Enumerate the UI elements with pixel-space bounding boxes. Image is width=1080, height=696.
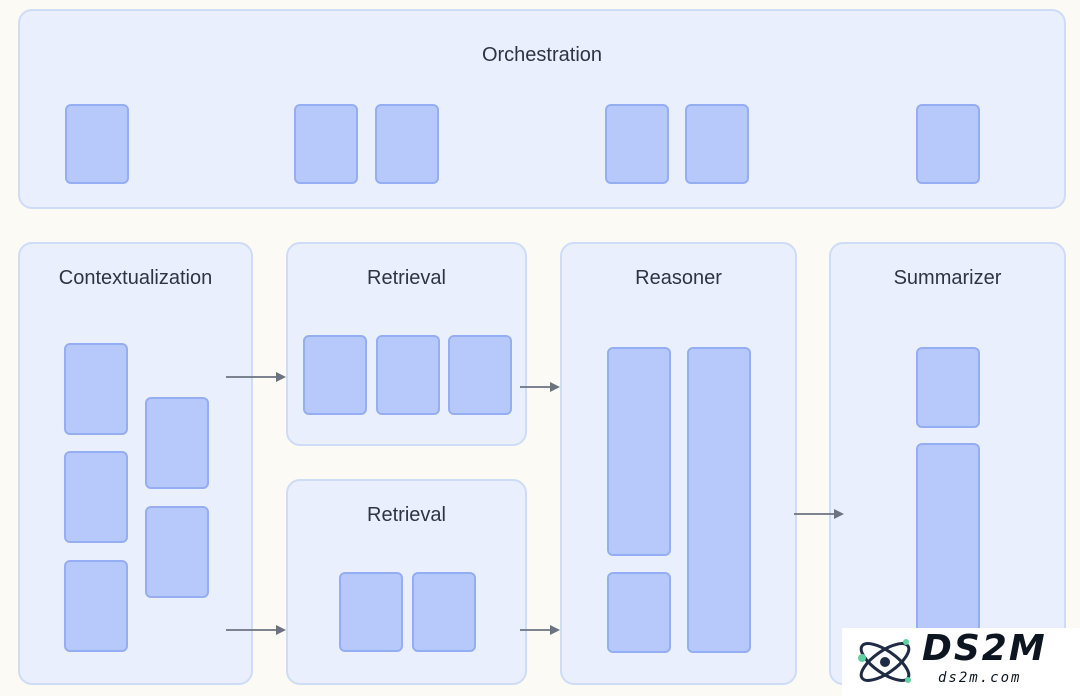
orchestration-block [685,104,749,184]
contextualization-block [145,397,209,489]
orchestration-block [65,104,129,184]
orchestration-block [375,104,439,184]
watermark-logo-text: DS2M [922,628,1047,669]
retrieval-panel-bottom: Retrieval [286,479,527,685]
reasoner-block [687,347,751,653]
arrow-reasoner-to-summarizer [794,509,844,519]
arrow-contextualization-to-retrieval-bottom [226,625,286,635]
watermark-url: ds2m.com [938,670,1022,686]
arrow-retrieval-top-to-reasoner [520,382,560,392]
orchestration-block [605,104,669,184]
watermark: DS2M ds2m.com [842,628,1080,696]
contextualization-block [64,451,128,543]
retrieval-panel-top: Retrieval [286,242,527,446]
orchestration-block [916,104,980,184]
summarizer-title: Summarizer [893,267,1002,289]
retrieval-block [303,335,367,415]
retrieval-block [339,572,403,652]
arrow-retrieval-bottom-to-reasoner [520,625,560,635]
summarizer-panel: Summarizer [829,242,1066,685]
reasoner-panel: Reasoner [560,242,797,685]
contextualization-panel: Contextualization [18,242,253,685]
atom-logo-icon [858,639,911,683]
contextualization-block [145,506,209,598]
orchestration-title: Orchestration [481,44,603,66]
summarizer-block [916,347,980,428]
retrieval-block [448,335,512,415]
contextualization-title: Contextualization [58,267,213,289]
retrieval-title: Retrieval [367,267,446,289]
contextualization-block [64,560,128,652]
orchestration-block [294,104,358,184]
orchestration-panel: Orchestration [18,9,1066,209]
retrieval-block [412,572,476,652]
arrow-contextualization-to-retrieval-top [226,372,286,382]
reasoner-title: Reasoner [635,267,722,289]
retrieval-block [376,335,440,415]
reasoner-block [607,347,671,556]
retrieval-title: Retrieval [367,504,446,526]
contextualization-block [64,343,128,435]
reasoner-block [607,572,671,653]
